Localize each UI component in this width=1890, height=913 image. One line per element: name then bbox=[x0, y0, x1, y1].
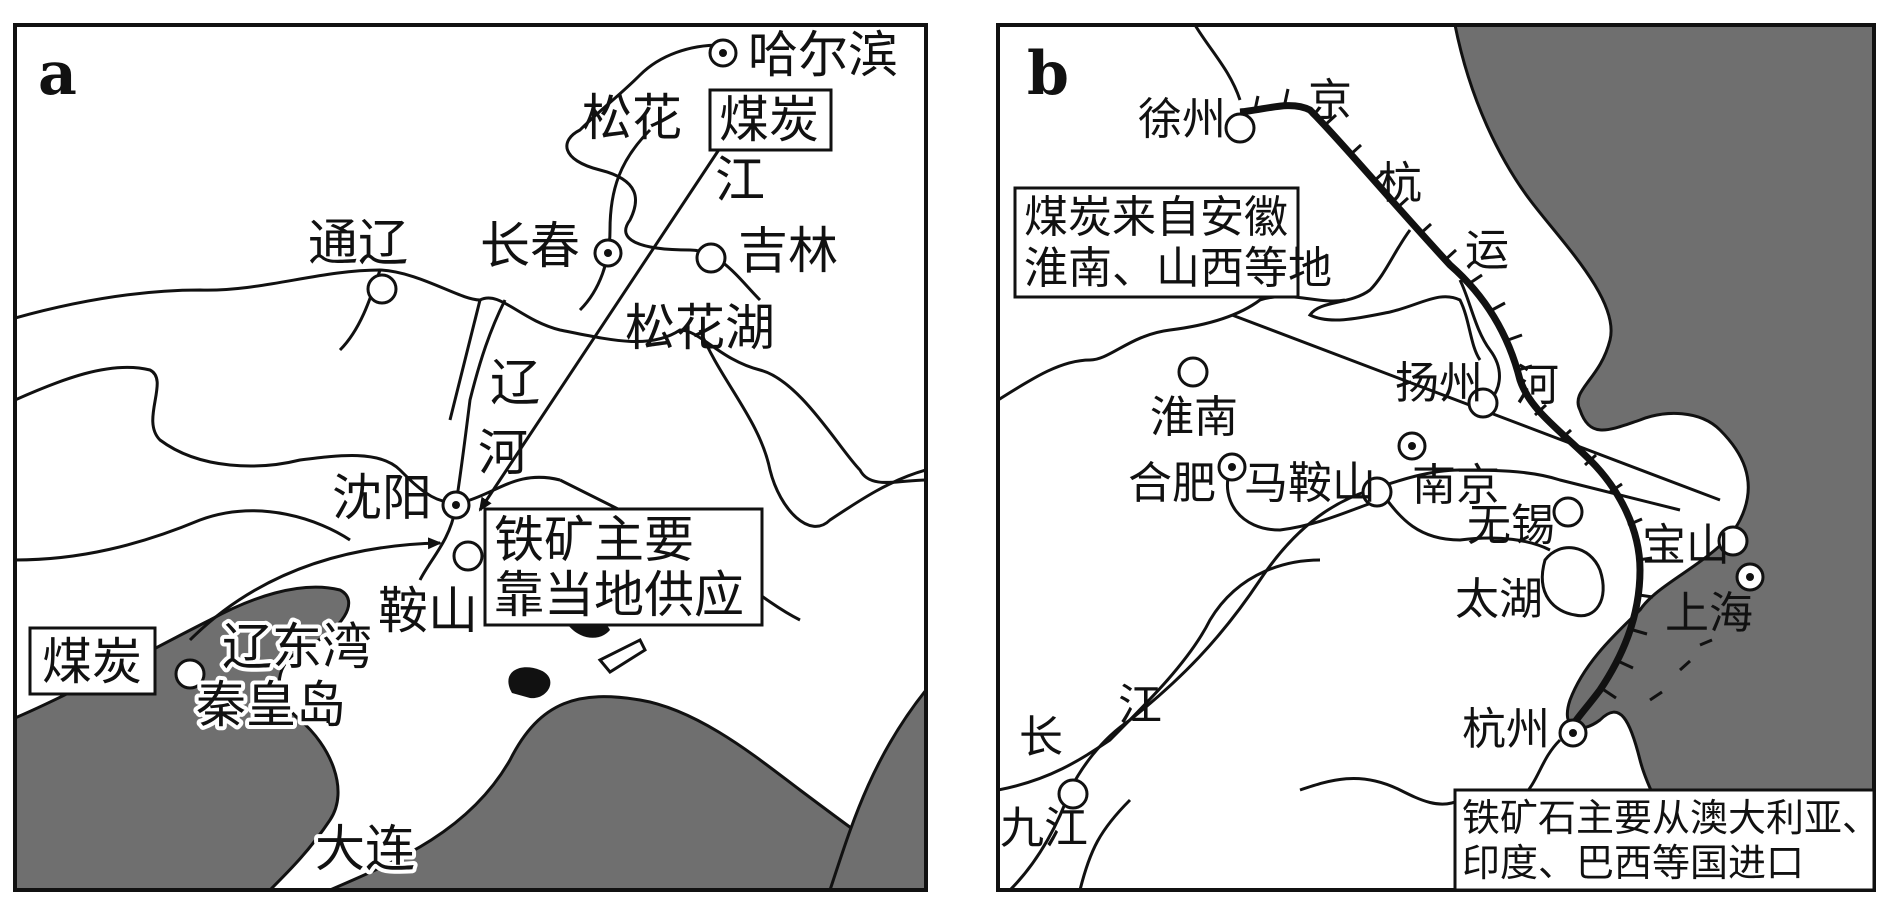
shenyang-capital-dot bbox=[452, 501, 460, 509]
label-hangzhou: 杭州 bbox=[1462, 704, 1550, 755]
small-cape bbox=[597, 637, 647, 674]
xuzhou-marker bbox=[1224, 112, 1256, 144]
label-yangtze-2: 江 bbox=[1118, 680, 1162, 731]
label-hefei: 合肥 bbox=[1128, 458, 1216, 509]
map-b: b 徐州 京 杭 运 河 淮南 合肥 马鞍山 南京 扬州 无锡 宝山 上海 太湖… bbox=[996, 23, 1880, 892]
jiujiang-marker bbox=[1057, 778, 1089, 810]
label-liao-1: 辽 bbox=[490, 354, 540, 412]
map-b-frame bbox=[996, 23, 1876, 892]
iron-ore-box-a-line2: 靠当地供应 bbox=[494, 566, 744, 624]
songhua-upper bbox=[578, 128, 652, 312]
label-yangtze-1: 长 bbox=[1019, 712, 1063, 763]
qinhuangdao-marker bbox=[174, 658, 206, 690]
label-canal-4: 河 bbox=[1515, 360, 1559, 411]
label-changchun: 长春 bbox=[480, 217, 580, 275]
label-yangzhou: 扬州 bbox=[1395, 358, 1483, 409]
grand-canal bbox=[1239, 102, 1644, 732]
grand-canal-ticks bbox=[1253, 88, 1654, 700]
label-qinhuangdao: 秦皇岛 bbox=[196, 676, 346, 734]
label-jiujiang: 九江 bbox=[1000, 803, 1088, 854]
label-shenyang: 沈阳 bbox=[332, 469, 432, 527]
label-huainan: 淮南 bbox=[1150, 392, 1238, 443]
coal-flow-arrow-north bbox=[478, 147, 722, 512]
label-baoshan: 宝山 bbox=[1642, 520, 1730, 571]
nanjing-capital-dot bbox=[1408, 442, 1416, 450]
tongliao-marker bbox=[366, 273, 398, 305]
boundary-line bbox=[15, 365, 561, 505]
coal-box-west-text: 煤炭 bbox=[42, 633, 142, 691]
boundary-line bbox=[998, 295, 1346, 402]
boundary-line bbox=[1299, 777, 1461, 806]
boundary-line bbox=[15, 268, 926, 484]
map-a: a 哈尔滨 松花 江 长春 吉林 通辽 松花湖 辽 河 沈阳 鞍山 辽东湾 秦皇… bbox=[13, 23, 928, 892]
label-songhua-lake: 松花湖 bbox=[625, 299, 775, 357]
coal-box-north-text: 煤炭 bbox=[719, 91, 819, 149]
shanghai-capital-dot bbox=[1746, 573, 1754, 581]
label-songhua-1: 松花 bbox=[582, 89, 682, 147]
coal-box-north bbox=[708, 88, 833, 152]
boundary-line bbox=[448, 299, 482, 421]
jilin-marker bbox=[695, 242, 727, 274]
changchun-capital-dot bbox=[604, 249, 612, 257]
label-canal-3: 运 bbox=[1465, 225, 1509, 276]
maanshan-marker bbox=[1361, 476, 1393, 508]
label-dalian: 大连 bbox=[315, 820, 415, 878]
panel-label-a: a bbox=[38, 39, 77, 109]
coal-box-west bbox=[28, 626, 157, 696]
baoshan-marker bbox=[1717, 525, 1749, 557]
coast-ticks bbox=[1649, 638, 1713, 702]
label-liaodong-bay: 辽东湾 bbox=[222, 618, 372, 676]
label-shanghai: 上海 bbox=[1665, 588, 1753, 639]
yangtze-south-bank bbox=[1078, 798, 1132, 890]
boundary-line bbox=[998, 558, 1321, 792]
iron-ore-box-b-line2: 印度、巴西等国进口 bbox=[1462, 841, 1804, 885]
hefei-capital-dot bbox=[1228, 463, 1236, 471]
panel-label-b: b bbox=[1027, 39, 1069, 109]
liaodong-bay-sea bbox=[15, 585, 351, 890]
boundary-line bbox=[1193, 25, 1242, 101]
east-china-sea bbox=[1453, 25, 1874, 890]
wuxi-marker bbox=[1552, 496, 1584, 528]
iron-ore-box-a-line1: 铁矿主要 bbox=[494, 511, 694, 569]
coal-source-box-b bbox=[1013, 186, 1300, 299]
yangtze-river bbox=[1008, 468, 1681, 890]
harbin-capital-dot bbox=[719, 49, 727, 57]
yellow-sea bbox=[329, 695, 926, 890]
label-nanjing: 南京 bbox=[1412, 460, 1500, 511]
label-harbin: 哈尔滨 bbox=[748, 26, 898, 84]
boundary-line bbox=[698, 329, 926, 528]
label-liao-2: 河 bbox=[478, 424, 528, 482]
label-songhua-2: 江 bbox=[715, 151, 765, 209]
iron-ore-box-b-line1: 铁矿石主要从澳大利亚、 bbox=[1462, 796, 1880, 840]
huainan-marker bbox=[1177, 356, 1209, 388]
iron-ore-box-b bbox=[1453, 788, 1876, 892]
boundary-line bbox=[1378, 489, 1551, 552]
label-tongliao: 通辽 bbox=[308, 214, 408, 272]
anshan-marker bbox=[452, 540, 484, 572]
iron-ore-box-a bbox=[483, 507, 764, 627]
label-anshan: 鞍山 bbox=[378, 582, 478, 640]
yangzhou-marker bbox=[1467, 387, 1499, 419]
coal-source-box-b-line1: 煤炭来自安徽 bbox=[1024, 192, 1288, 243]
hongze-lake bbox=[1307, 229, 1482, 361]
boundary-line bbox=[1225, 469, 1381, 532]
label-xuzhou: 徐州 bbox=[1138, 94, 1226, 145]
label-canal-2: 杭 bbox=[1378, 158, 1422, 209]
coal-source-box-b-line2: 淮南、山西等地 bbox=[1024, 243, 1332, 294]
label-jilin: 吉林 bbox=[738, 222, 838, 280]
gaoyou-lake bbox=[1458, 279, 1501, 402]
east-sea bbox=[828, 687, 926, 890]
label-wuxi: 无锡 bbox=[1467, 500, 1555, 551]
songhua-river bbox=[565, 43, 762, 302]
coal-flow-arrow-west bbox=[188, 537, 442, 642]
label-maanshan: 马鞍山 bbox=[1244, 458, 1376, 509]
hangzhou-capital-dot bbox=[1569, 729, 1577, 737]
taihu-lake bbox=[1540, 546, 1605, 618]
island-1 bbox=[508, 667, 551, 699]
label-taihu: 太湖 bbox=[1455, 574, 1543, 625]
boundary-line bbox=[15, 509, 351, 562]
label-canal-1: 京 bbox=[1308, 75, 1352, 126]
map-a-frame bbox=[13, 23, 928, 892]
